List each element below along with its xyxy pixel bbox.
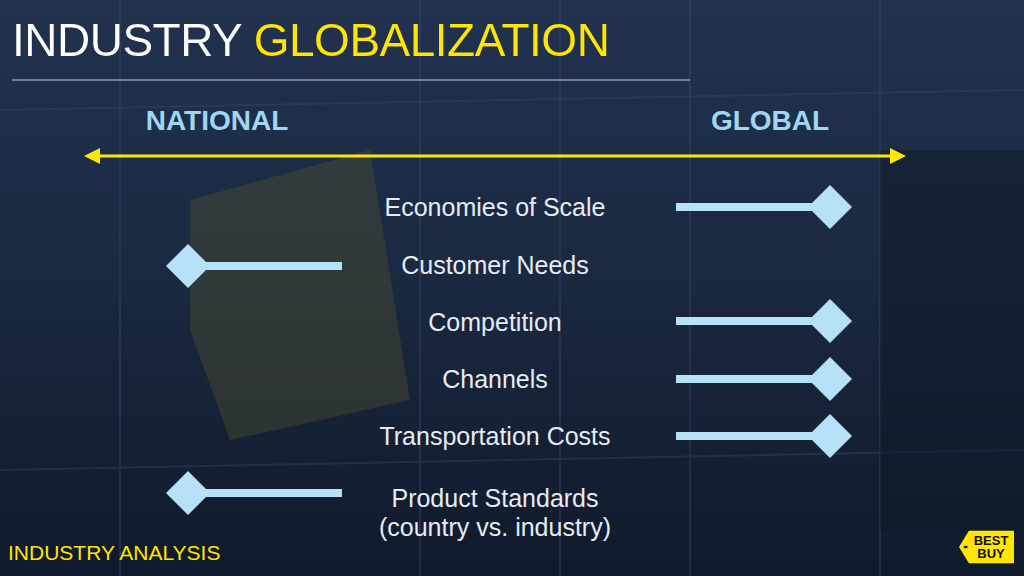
factor-label: Transportation Costs (379, 422, 610, 451)
factor-label: Channels (442, 365, 548, 394)
factor-label: Competition (428, 308, 561, 337)
logo-text: BEST BUY (973, 534, 1009, 560)
right-arrow (676, 357, 852, 401)
left-arrow (166, 471, 342, 515)
right-arrow (676, 185, 852, 229)
factor-label: Customer Needs (401, 251, 589, 280)
footer-label: INDUSTRY ANALYSIS (8, 541, 220, 565)
factor-label: Product Standards (country vs. industry) (345, 484, 645, 542)
tag-hole (963, 546, 967, 549)
tag-fill (959, 531, 1014, 564)
left-arrow (166, 244, 342, 288)
national-global-axis (84, 148, 906, 164)
factor-label: Economies of Scale (385, 193, 606, 222)
slide-title: INDUSTRY GLOBALIZATION (12, 14, 609, 67)
logo-tag: BEST BUY (959, 530, 1014, 564)
right-arrow (676, 299, 852, 343)
title-underline (12, 80, 690, 81)
axis-end-label: GLOBAL (711, 105, 829, 137)
right-arrow (676, 414, 852, 458)
axis-end-label: NATIONAL (146, 105, 289, 137)
factor-arrows (166, 185, 852, 515)
